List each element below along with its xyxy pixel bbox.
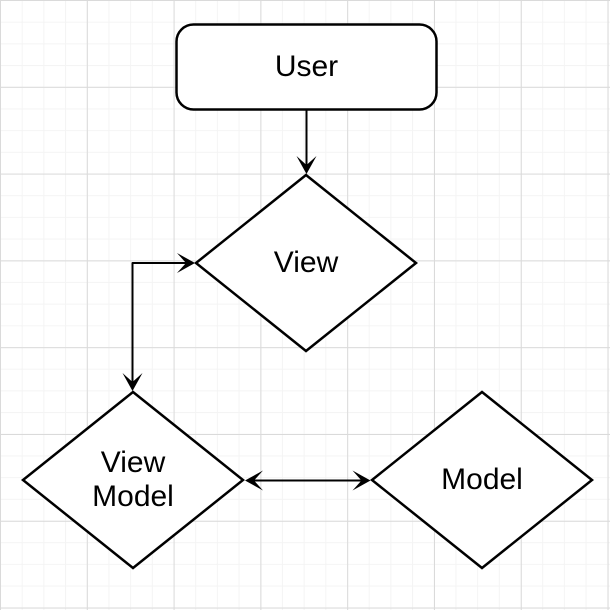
arrowhead-into-view-left-icon: [177, 253, 195, 273]
arrowhead-into-model-left-icon: [352, 470, 371, 491]
node-model-shape[interactable]: [369, 390, 595, 570]
edge-view-to-viewmodel[interactable]: [131, 262, 187, 382]
arrowhead-into-viewmodel-right-icon: [245, 470, 263, 491]
arrowhead-into-view-top-icon: [296, 156, 317, 174]
node-view-model-shape[interactable]: [20, 390, 246, 570]
node-view-shape[interactable]: [193, 173, 419, 353]
node-user-shape[interactable]: [175, 23, 438, 111]
arrowhead-into-viewmodel-top-icon: [122, 373, 143, 391]
